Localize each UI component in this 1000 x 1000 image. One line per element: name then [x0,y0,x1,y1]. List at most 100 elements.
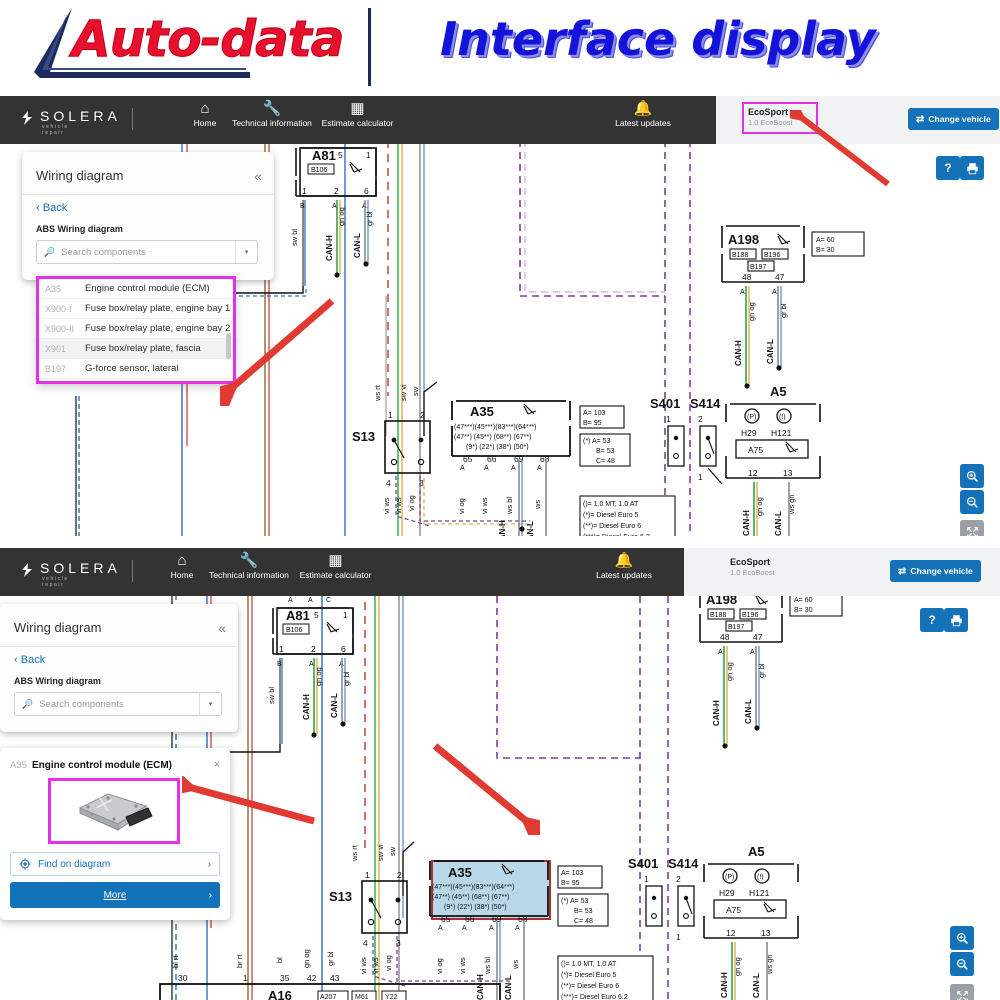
sidebar-collapse-button[interactable]: « [254,168,262,184]
change-vehicle-button-bottom[interactable]: ⇄ Change vehicle [890,560,981,582]
find-chevron-icon: › [207,858,211,870]
nav-item-latest-updates[interactable]: 🔔 Latest updates [600,100,686,128]
sidebar-collapse-button-bottom[interactable]: « [218,620,226,636]
search-dropdown-caret-bottom[interactable]: ▾ [199,693,221,715]
svg-text:1: 1 [388,410,393,420]
search-dropdown-caret[interactable]: ▾ [235,241,257,263]
svg-text:5: 5 [314,610,319,620]
svg-text:B196: B196 [742,612,758,619]
svg-text:(***)= Diesel Euro 6.2: (***)= Diesel Euro 6.2 [583,534,650,536]
svg-text:C= 48: C= 48 [596,458,615,465]
svg-text:ws rt: ws rt [373,384,382,402]
find-on-diagram-button[interactable]: Find on diagram › [10,852,220,876]
svg-text:A16: A16 [268,988,292,1000]
more-button[interactable]: More › [10,882,220,908]
zoom-out-icon-bottom [956,958,968,970]
back-label: Back [42,202,68,214]
svg-text:vi ws: vi ws [394,497,403,514]
svg-text:bl: bl [275,957,284,963]
svg-text:1: 1 [666,414,671,424]
dropdown-scrollbar[interactable] [226,333,231,359]
svg-text:CAN-L: CAN-L [766,339,775,364]
back-link-bottom[interactable]: ‹ Back [14,654,45,666]
component-label: G-force sensor, longitudinal [85,383,201,384]
component-list-item[interactable]: B196G-force sensor, longitudinal [39,379,233,384]
vehicle-selector[interactable]: EcoSport 1.0 EcoBoost [742,102,818,134]
zoom-in-button-top[interactable] [960,464,984,488]
svg-text:(!): (!) [757,874,764,881]
svg-text:B197: B197 [750,264,766,271]
nav-item-technical-information[interactable]: 🔧 Technical information [210,100,334,128]
nav-item-technical-information-bottom[interactable]: 🔧 Technical information [187,552,311,580]
svg-text:A: A [460,465,465,472]
component-label: Fuse box/relay plate, engine bay 2 [85,323,231,334]
search-placeholder: Search components [61,246,146,258]
svg-text:68: 68 [540,454,550,464]
svg-text:A: A [718,649,723,656]
svg-text:vi ws: vi ws [371,957,380,974]
wiring-diagram-canvas-bottom[interactable]: A81 B106 5 1 1 2 6 A A C B A A [0,548,1000,1000]
svg-text:H121: H121 [749,888,770,898]
zoom-in-button-bottom[interactable] [950,926,974,950]
svg-text:vi og: vi og [407,495,416,511]
zoom-out-button-top[interactable] [960,490,984,514]
search-input-bottom[interactable]: 🔍 Search components ▾ [14,692,222,716]
svg-text:3: 3 [419,478,424,488]
print-button-bottom[interactable] [944,608,968,632]
fullscreen-button-bottom[interactable] [950,984,974,1000]
svg-text:47: 47 [753,632,763,642]
svg-text:vi og: vi og [384,955,393,971]
nav-item-home[interactable]: ⌂ Home [178,100,232,128]
svg-text:12: 12 [726,928,736,938]
help-button-bottom[interactable]: ? [920,608,944,632]
zoom-in-icon [966,470,978,482]
block-a198: A198 B188 B196 B197 48 47 A= 60 B= 30 [721,225,865,283]
detail-close-button[interactable]: × [213,759,220,771]
svg-text:A81: A81 [312,148,336,163]
svg-text:gr bl: gr bl [365,211,374,226]
zoom-out-icon [966,496,978,508]
change-vehicle-button[interactable]: ⇄ Change vehicle [908,108,999,130]
svg-text:68: 68 [518,914,528,924]
svg-text:66: 66 [465,914,475,924]
solera-brand-sub-bottom: vehicle repair [42,576,69,588]
svg-text:(9*) (22*) (38*) (50*: (9*) (22*) (38*) (50*) [444,904,507,911]
zoom-out-button-bottom[interactable] [950,952,974,976]
help-button-top[interactable]: ? [936,156,960,180]
search-input[interactable]: 🔍 Search components ▾ [36,240,258,264]
svg-text:S414: S414 [690,396,721,411]
svg-text:sw bl: sw bl [267,687,276,704]
svg-text:(47**) (45**) (68**) (67**): (47**) (45**) (68**) (67**) [432,894,509,901]
home-icon: ⌂ [200,100,210,117]
search-placeholder-bottom: Search components [39,698,124,710]
print-button-top[interactable] [960,156,984,180]
nav-item-latest-updates-bottom[interactable]: 🔔 Latest updates [581,552,667,580]
component-code: A35 [45,283,62,294]
svg-text:CAN-L: CAN-L [744,699,753,724]
svg-text:S401: S401 [628,856,658,871]
svg-text:4: 4 [386,478,391,488]
back-link[interactable]: ‹ Back [36,202,67,214]
svg-text:A: A [332,203,337,210]
svg-text:A: A [489,925,494,932]
vehicle-selector-bottom[interactable]: EcoSport 1.0 EcoBoost [726,554,802,586]
nav-item-home-bottom[interactable]: ⌂ Home [155,552,209,580]
nav-item-estimate-calculator[interactable]: ▦ Estimate calculator [300,100,415,128]
svg-text:B= 30: B= 30 [816,247,835,254]
wrench-icon: 🔧 [262,100,282,117]
svg-text:(47**) (45**) (68**) (67**): (47**) (45**) (68**) (67**) [454,434,531,441]
svg-text:(P): (P) [747,414,756,421]
switch-s13-bottom: S13 1 2 4 3 ws rt sw vi sw vi ws vi ws v… [329,844,408,974]
svg-text:vi og: vi og [457,498,466,514]
fullscreen-button-top[interactable] [960,520,984,536]
svg-text:gn og: gn og [755,497,764,516]
nav-item-estimate-calculator-bottom[interactable]: ▦ Estimate calculator [278,552,393,580]
svg-text:vi og: vi og [435,958,444,974]
svg-text:CAN-H: CAN-H [325,235,334,261]
